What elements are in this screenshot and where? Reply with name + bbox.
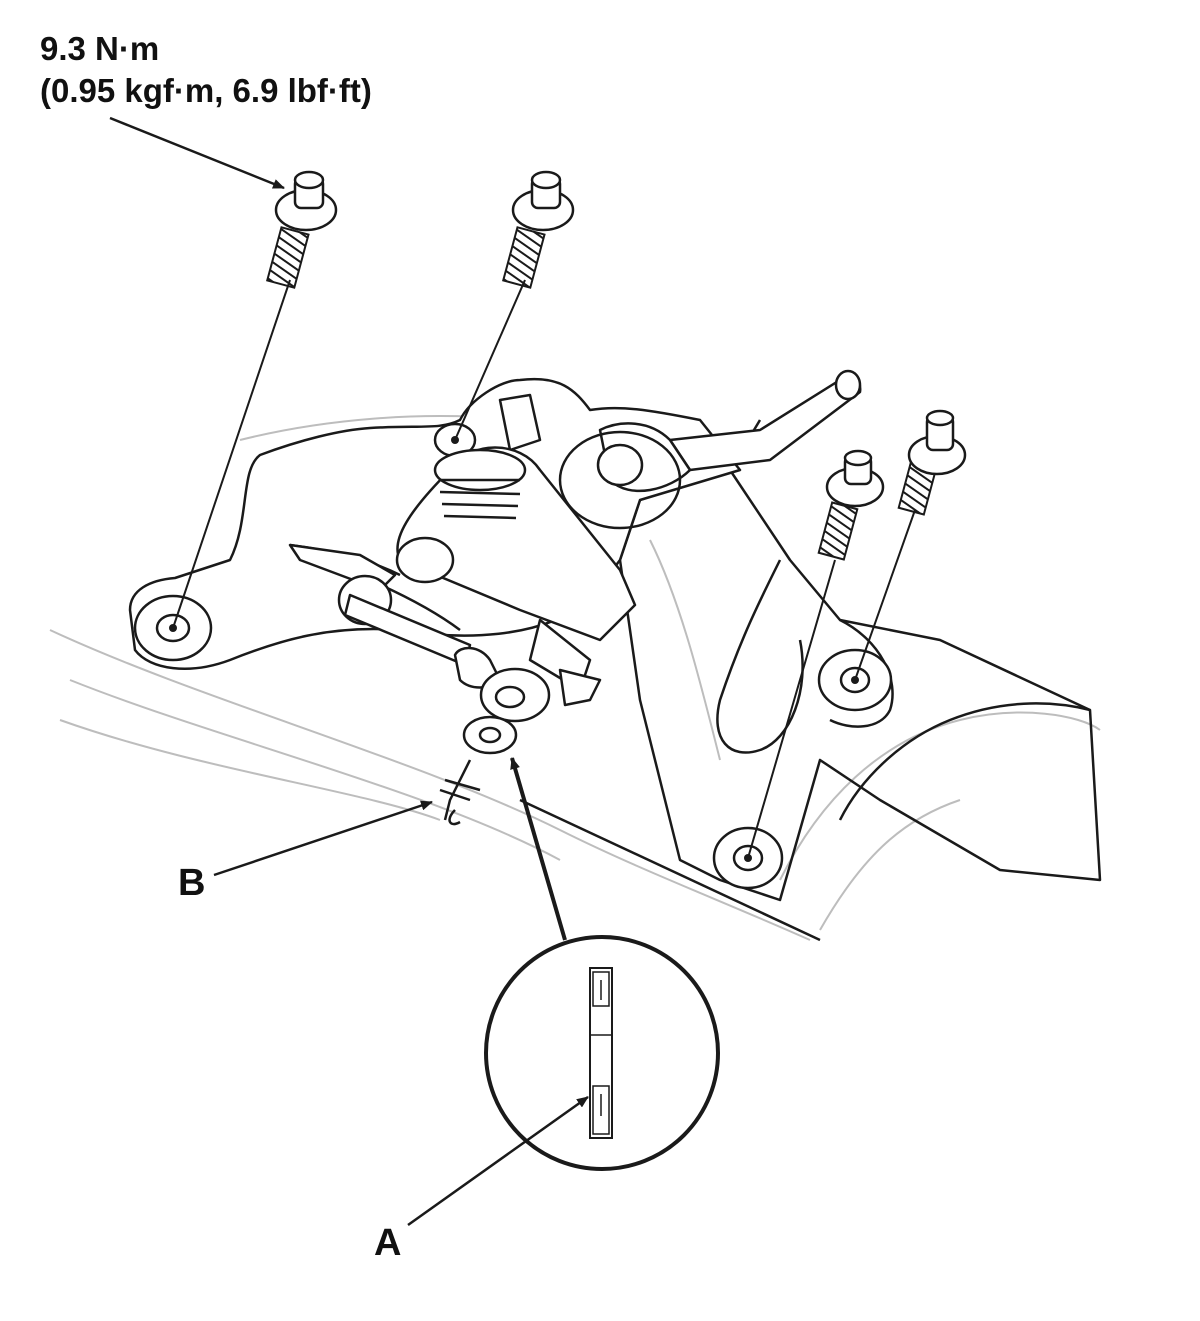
bolt-1 [172, 170, 338, 629]
shift-rod [596, 369, 862, 493]
callout-b-label: B [178, 862, 206, 904]
torque-spec-alt-units: (0.95 kgf·m, 6.9 lbf·ft) [40, 72, 372, 109]
torque-spec-metric: 9.3 N·m [40, 30, 160, 67]
subframe-crossmember [519, 419, 1102, 942]
clip-b-part [439, 759, 481, 826]
bolt-2 [454, 170, 575, 441]
callout-b-leader [213, 800, 433, 877]
bolt-3 [747, 449, 885, 859]
bushing-ring [558, 430, 682, 530]
detail-view-circle [484, 935, 720, 1171]
washer [462, 715, 518, 755]
callout-a-label: A [374, 1222, 402, 1264]
bolt-4 [854, 409, 967, 681]
callout-a-leader [407, 1095, 589, 1227]
detail-pointer-arrow [510, 757, 567, 941]
cable-end [288, 543, 602, 723]
torque-leader-arrow [109, 116, 285, 190]
background-body-lines [49, 415, 1101, 941]
